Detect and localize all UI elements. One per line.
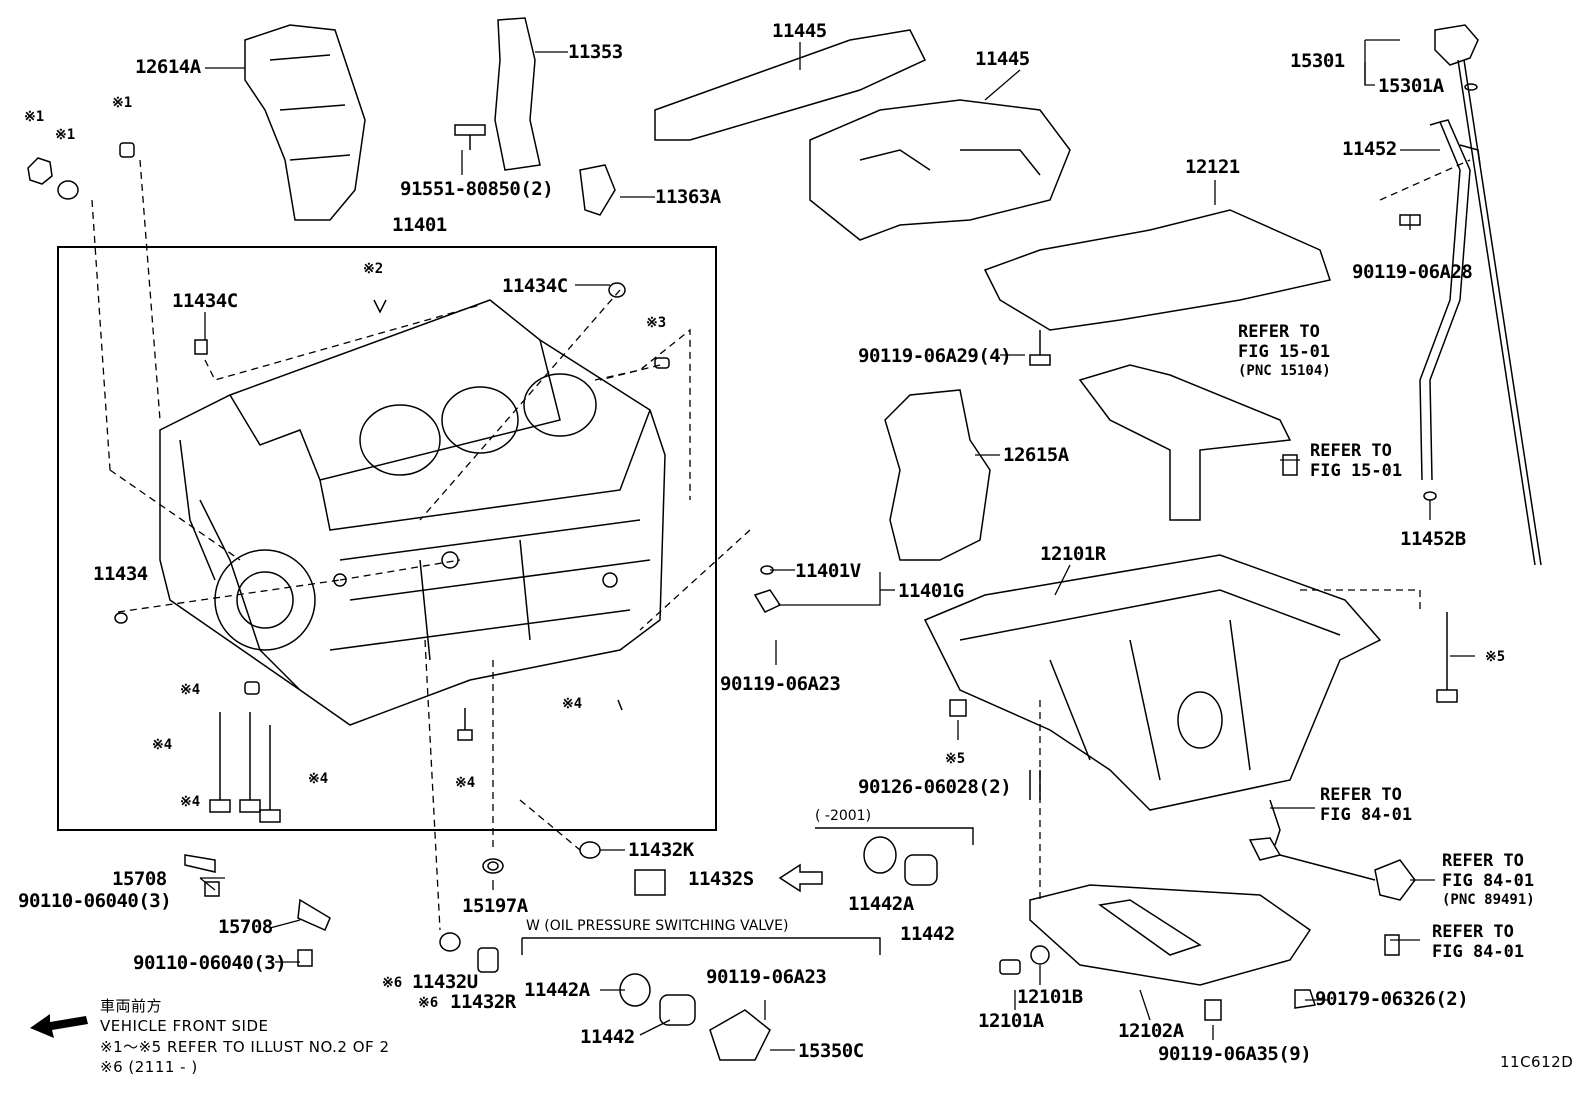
part-label: 11353 (568, 41, 623, 63)
ref-line: FIG 84-01 (1442, 871, 1535, 892)
part-label: 11434C (502, 275, 568, 297)
part-label: 11401V (795, 560, 861, 582)
note-mark: ※6 (418, 995, 439, 1011)
part-label: 15708 (218, 916, 273, 938)
ref-line: FIG 15-01 (1310, 461, 1403, 482)
note-line: ※1～※5 REFER TO ILLUST NO.2 OF 2 (100, 1037, 390, 1056)
note-mark: ※4 (562, 696, 583, 712)
note-mark: ※1 (24, 109, 45, 125)
ref-line: FIG 84-01 (1320, 805, 1413, 826)
part-label: 11442A (524, 979, 590, 1001)
part-label: 15301A (1378, 75, 1444, 97)
note-mark: ※3 (646, 315, 667, 331)
note-mark: ※5 (945, 751, 966, 767)
note-mark: ※4 (180, 794, 201, 810)
part-label: 11434C (172, 290, 238, 312)
part-label: 11445 (772, 20, 827, 42)
part-label: 90119-06A28 (1352, 261, 1473, 283)
note-mark: ※4 (180, 682, 201, 698)
part-label: 12121 (1185, 156, 1240, 178)
note-mark: ※4 (152, 737, 173, 753)
part-label: 15301 (1290, 50, 1345, 72)
ref-line: REFER TO (1238, 322, 1320, 342)
diagram-id: 11C612D (1500, 1053, 1574, 1071)
part-label: 11432U (412, 971, 478, 993)
note-mark: ※4 (308, 771, 329, 787)
part-label: 15708 (112, 868, 167, 890)
engine-block-frame (57, 246, 717, 831)
note-mark: ※1 (112, 95, 133, 111)
ref-line: REFER TO (1442, 851, 1524, 871)
note-mark: ※6 (382, 975, 403, 991)
note-mark: ※2 (363, 261, 384, 277)
reference-fig-84-01-b[interactable]: REFER TO FIG 84-01 (1432, 922, 1524, 963)
note-line: 車両前方 (100, 997, 163, 1015)
part-label: 91551-80850(2) (400, 178, 554, 200)
ref-line: REFER TO (1310, 441, 1392, 461)
part-label: 90119-06A29(4) (858, 345, 1012, 367)
part-label: 11442 (580, 1026, 635, 1048)
part-label: 90126-06028(2) (858, 776, 1012, 798)
ref-line: FIG 84-01 (1432, 942, 1525, 963)
vehicle-front-arrow-icon (30, 1014, 88, 1038)
part-label: 11442 (900, 923, 955, 945)
ref-line: REFER TO (1320, 785, 1402, 805)
part-label: 90110-06040(3) (133, 952, 287, 974)
ref-line: (PNC 89491) (1442, 891, 1535, 908)
ref-line: (PNC 15104) (1238, 362, 1331, 379)
part-label: 12614A (135, 56, 201, 78)
part-label: 11432S (688, 868, 754, 890)
part-label: 11432R (450, 991, 516, 1013)
part-label: 12615A (1003, 444, 1069, 466)
small-parts (27, 83, 1478, 1061)
date-range-box-title: ( -2001) (815, 808, 872, 824)
direction-arrow (778, 863, 823, 893)
note-line: VEHICLE FRONT SIDE (100, 1017, 269, 1036)
part-label: 12101R (1040, 543, 1106, 565)
note-mark: ※5 (1485, 649, 1506, 665)
reference-fig-84-01-pnc[interactable]: REFER TO FIG 84-01 (PNC 89491) (1442, 851, 1535, 909)
reference-fig-84-01-a[interactable]: REFER TO FIG 84-01 (1320, 785, 1412, 826)
part-label: 11442A (848, 893, 914, 915)
block-label: 11401 (392, 214, 447, 236)
part-label: 12101B (1017, 986, 1083, 1008)
engine-block (159, 299, 666, 726)
part-label: 11452 (1342, 138, 1397, 160)
part-label: 15197A (462, 895, 528, 917)
reference-fig-15-01-pnc[interactable]: REFER TO FIG 15-01 (PNC 15104) (1238, 322, 1331, 380)
large-parts (244, 17, 1542, 986)
part-label: 90119-06A35(9) (1158, 1043, 1312, 1065)
part-label: 11363A (655, 186, 721, 208)
part-label: 11452B (1400, 528, 1466, 550)
part-label: 11401G (898, 580, 964, 602)
note-line: ※6 (2111 - ) (100, 1057, 198, 1076)
part-label: 90119-06A23 (706, 966, 827, 988)
part-label: 11432K (628, 839, 694, 861)
reference-fig-15-01[interactable]: REFER TO FIG 15-01 (1310, 441, 1402, 482)
ref-line: REFER TO (1432, 922, 1514, 942)
variant-box-title: W (OIL PRESSURE SWITCHING VALVE) (526, 918, 789, 934)
part-label: 11445 (975, 48, 1030, 70)
ref-line: FIG 15-01 (1238, 342, 1331, 363)
part-label: 90179-06326(2) (1315, 988, 1469, 1010)
part-label: 90110-06040(3) (18, 890, 172, 912)
part-label: 90119-06A23 (720, 673, 841, 695)
part-label: 15350C (798, 1040, 864, 1062)
part-label: 12101A (978, 1010, 1044, 1032)
part-label: 12102A (1118, 1020, 1184, 1042)
part-label: 11434 (93, 563, 148, 585)
footnotes: 車両前方 VEHICLE FRONT SIDE ※1～※5 REFER TO I… (100, 996, 390, 1077)
note-mark: ※4 (455, 775, 476, 791)
note-mark: ※1 (55, 127, 76, 143)
